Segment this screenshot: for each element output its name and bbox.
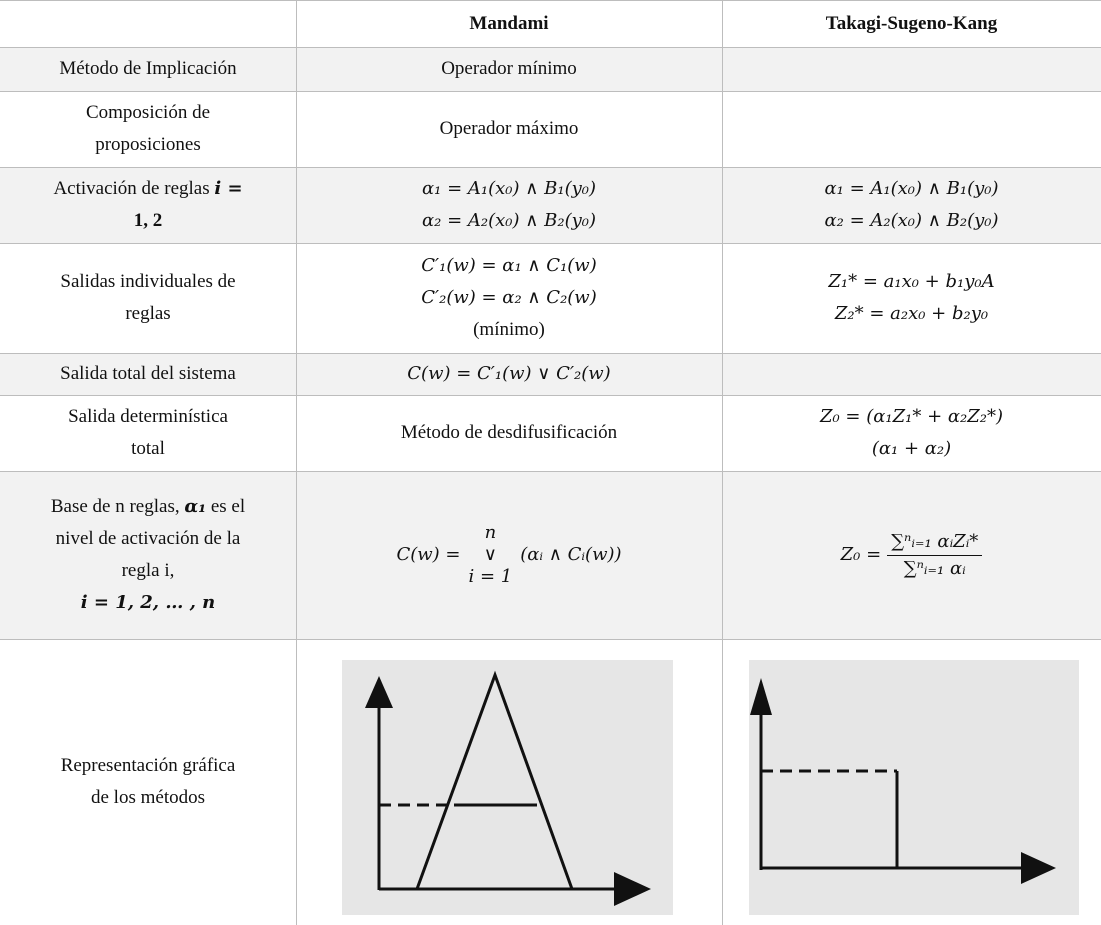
base-mandami: C(w) = n ∨ i = 1 (αᵢ ∧ Cᵢ(w))	[296, 471, 722, 639]
row-implicacion: Método de Implicación Operador mínimo	[0, 47, 1101, 91]
base-label-line2: nivel de activación de la	[55, 528, 241, 549]
salidas-mandami-line2: C′₂(w) = α₂ ∧ C₂(w)	[421, 287, 597, 308]
composicion-label: Composición de proposiciones	[0, 91, 296, 167]
header-row: Mandami Takagi-Sugeno-Kang	[0, 0, 1101, 47]
grid-line-6	[0, 395, 1101, 396]
mandami-x-arrow	[614, 872, 651, 906]
row-base: Base de n reglas, α₁ es el nivel de acti…	[0, 471, 1101, 639]
mandami-figure	[342, 660, 673, 915]
row-salidas: Salidas individuales de reglas C′₁(w) = …	[0, 243, 1101, 353]
row-salida-total: Salida total del sistema C(w) = C′₁(w) ∨…	[0, 353, 1101, 395]
activacion-mandami-line2: α₂ = A₂(x₀) ∧ B₂(y₀)	[421, 210, 596, 231]
base-mandami-operator: n ∨ i = 1	[469, 522, 513, 588]
salidas-label-line1: Salidas individuales de	[60, 271, 236, 292]
composicion-mandami: Operador máximo	[439, 118, 579, 139]
base-tsk-fraction: ∑ⁿᵢ₌₁ αᵢZᵢ* ∑ⁿᵢ₌₁ αᵢ	[887, 529, 983, 582]
activacion-label: Activación de reglas i = 1, 2	[0, 167, 296, 243]
base-tsk-lhs: Z₀ =	[840, 544, 882, 565]
row-composicion: Composición de proposiciones Operador má…	[0, 91, 1101, 167]
grid-vline-2	[722, 0, 723, 925]
determinista-tsk: Z₀ = (α₁Z₁* + α₂Z₂*) (α₁ + α₂)	[722, 395, 1101, 471]
mandami-graph	[365, 670, 651, 906]
grid-vline-1	[296, 0, 297, 925]
salidas-label-line2: reglas	[125, 303, 171, 324]
row-activacion: Activación de reglas i = 1, 2 α₁ = A₁(x₀…	[0, 167, 1101, 243]
base-tsk-num: ∑ⁿᵢ₌₁ αᵢZᵢ*	[887, 529, 983, 556]
base-label: Base de n reglas, α₁ es el nivel de acti…	[0, 471, 296, 639]
base-mandami-rhs: (αᵢ ∧ Cᵢ(w))	[520, 544, 622, 565]
implicacion-tsk	[722, 47, 1101, 91]
salidas-mandami-line3: (mínimo)	[473, 319, 545, 340]
base-label-line1b: es el	[210, 496, 246, 517]
salidas-mandami: C′₁(w) = α₁ ∧ C₁(w) C′₂(w) = α₂ ∧ C₂(w) …	[296, 243, 722, 353]
grafica-label-line1: Representación gráfica	[60, 755, 236, 776]
composicion-label-line2: proposiciones	[95, 134, 201, 155]
grid-line-5	[0, 353, 1101, 354]
salidas-label: Salidas individuales de reglas	[0, 243, 296, 353]
activacion-label-line1-wrap: Activación de reglas i =	[53, 173, 242, 205]
activacion-mandami: α₁ = A₁(x₀) ∧ B₁(y₀) α₂ = A₂(x₀) ∧ B₂(y₀…	[296, 167, 722, 243]
grid-line-3	[0, 167, 1101, 168]
activacion-tsk-line2: α₂ = A₂(x₀) ∧ B₂(y₀)	[824, 210, 999, 231]
activacion-label-line1: Activación de reglas	[53, 178, 210, 199]
salidas-mandami-line1: C′₁(w) = α₁ ∧ C₁(w)	[421, 255, 597, 276]
grafica-label-line2: de los métodos	[91, 787, 205, 808]
salidas-tsk-line2: Z₂* = a₂x₀ + b₂y₀	[834, 303, 989, 324]
composicion-tsk	[722, 91, 1101, 167]
salidas-tsk: Z₁* = a₁x₀ + b₁y₀A Z₂* = a₂x₀ + b₂y₀	[722, 243, 1101, 353]
determinista-label-line2: total	[131, 438, 165, 459]
base-label-alpha: α₁	[184, 496, 207, 517]
salida-total-mandami: C(w) = C′₁(w) ∨ C′₂(w)	[407, 363, 611, 384]
implicacion-label: Método de Implicación	[59, 58, 237, 79]
base-tsk: Z₀ = ∑ⁿᵢ₌₁ αᵢZᵢ* ∑ⁿᵢ₌₁ αᵢ	[722, 471, 1101, 639]
tsk-x-arrow	[1021, 852, 1056, 884]
activacion-mandami-line1: α₁ = A₁(x₀) ∧ B₁(y₀)	[421, 178, 596, 199]
base-mandami-top: n	[484, 522, 497, 543]
mandami-triangle	[415, 670, 574, 890]
grafica-label: Representación gráfica de los métodos	[0, 639, 296, 925]
mandami-y-arrow	[365, 676, 393, 708]
grid-line-2	[0, 91, 1101, 92]
grid-line-8	[0, 639, 1101, 640]
determinista-mandami: Método de desdifusificación	[400, 422, 618, 443]
tsk-figure	[749, 660, 1079, 915]
row-determinista: Salida determinística total Método de de…	[0, 395, 1101, 471]
determinista-label-line1: Salida determinística	[68, 406, 228, 427]
base-label-line1a: Base de n reglas,	[50, 496, 180, 517]
determinista-label: Salida determinística total	[0, 395, 296, 471]
composicion-label-line1: Composición de	[85, 102, 211, 123]
row-grafica: Representación gráfica de los métodos	[0, 639, 1101, 925]
base-tsk-den: ∑ⁿᵢ₌₁ αᵢ	[903, 557, 966, 579]
salida-total-tsk	[722, 353, 1101, 395]
grid-line-4	[0, 243, 1101, 244]
base-mandami-lhs: C(w) =	[396, 544, 461, 565]
base-mandami-bottom: i = 1	[468, 566, 513, 587]
tsk-graph	[750, 678, 1056, 884]
base-label-line3: regla i,	[121, 560, 175, 581]
activacion-tsk-line1: α₁ = A₁(x₀) ∧ B₁(y₀)	[824, 178, 999, 199]
base-label-line1: Base de n reglas, α₁ es el	[51, 491, 245, 523]
salidas-tsk-line1: Z₁* = a₁x₀ + b₁y₀A	[828, 271, 995, 292]
determinista-tsk-line2: (α₁ + α₂)	[871, 438, 952, 459]
base-mandami-op: ∨	[483, 544, 497, 565]
determinista-tsk-line1: Z₀ = (α₁Z₁* + α₂Z₂*)	[819, 406, 1003, 427]
base-label-line4: i = 1, 2, … , n	[80, 592, 216, 613]
activacion-label-line2: 1, 2	[133, 210, 163, 231]
grid-line-top	[0, 0, 1101, 1]
salida-total-label: Salida total del sistema	[60, 363, 236, 384]
grid-line-7	[0, 471, 1101, 472]
header-empty	[0, 0, 296, 47]
header-mandami: Mandami	[469, 12, 549, 34]
implicacion-mandami: Operador mínimo	[441, 58, 577, 79]
activacion-label-var: i =	[214, 178, 243, 199]
tsk-y-arrow	[750, 678, 772, 715]
header-tsk: Takagi-Sugeno-Kang	[825, 12, 998, 34]
grid-line-1	[0, 47, 1101, 48]
activacion-tsk: α₁ = A₁(x₀) ∧ B₁(y₀) α₂ = A₂(x₀) ∧ B₂(y₀…	[722, 167, 1101, 243]
